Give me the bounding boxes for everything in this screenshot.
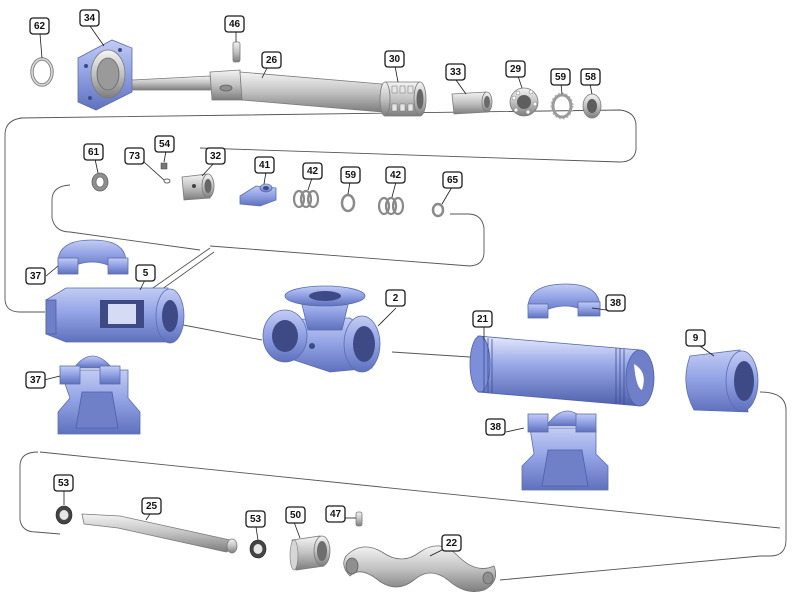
callout-58: 58 <box>580 68 601 86</box>
part-65-ring <box>431 202 445 218</box>
part-41-flange <box>239 183 277 207</box>
svg-text:54: 54 <box>159 139 171 150</box>
callout-9: 9 <box>685 329 706 347</box>
callout-29: 29 <box>505 60 526 78</box>
part-32-collar <box>181 173 215 201</box>
callout-38-bottom: 38 <box>485 418 506 436</box>
callout-59-mid: 59 <box>340 166 361 184</box>
part-53-seal-b <box>249 539 267 559</box>
svg-text:41: 41 <box>259 160 271 171</box>
part-73-small-ring <box>163 178 171 184</box>
svg-text:2: 2 <box>393 293 399 304</box>
svg-text:47: 47 <box>330 509 342 520</box>
part-53-seal-a <box>55 505 73 525</box>
part-59-tab-washer <box>550 92 574 120</box>
callout-34: 34 <box>79 9 100 27</box>
part-58-lock-nut <box>582 93 602 119</box>
part-21-stator-pipe <box>469 335 655 407</box>
svg-text:53: 53 <box>58 478 70 489</box>
callout-41: 41 <box>254 156 275 174</box>
callout-5: 5 <box>135 264 156 282</box>
svg-text:73: 73 <box>129 151 141 162</box>
callout-38-top: 38 <box>605 294 626 312</box>
callout-26: 26 <box>261 51 282 69</box>
callout-32: 32 <box>205 147 226 165</box>
svg-text:59: 59 <box>555 72 567 83</box>
part-22-rotor <box>343 545 497 593</box>
part-54-set-screw <box>160 162 168 170</box>
part-5-bearing-bracket <box>45 287 185 344</box>
svg-text:59: 59 <box>345 170 357 181</box>
part-25-coupling-rod <box>81 513 238 554</box>
callout-2: 2 <box>385 289 406 307</box>
callout-25: 25 <box>141 497 162 515</box>
svg-text:50: 50 <box>290 510 302 521</box>
part-59-washer-b <box>340 193 356 213</box>
svg-text:33: 33 <box>450 67 462 78</box>
part-61-seal <box>91 172 109 192</box>
callout-46: 46 <box>224 15 245 33</box>
part-37-pedestal-left <box>57 355 141 435</box>
callout-54: 54 <box>154 135 175 153</box>
callout-65: 65 <box>442 171 463 189</box>
callout-73: 73 <box>124 147 145 165</box>
callout-61: 61 <box>83 143 104 161</box>
svg-text:21: 21 <box>477 314 489 325</box>
part-26-drive-shaft <box>131 69 383 113</box>
svg-text:26: 26 <box>266 55 278 66</box>
part-9-end-cone <box>685 349 759 413</box>
part-38-bearing-cap-top <box>527 283 601 319</box>
callout-22: 22 <box>441 534 462 552</box>
callout-33: 33 <box>445 63 466 81</box>
svg-text:65: 65 <box>447 175 459 186</box>
svg-text:37: 37 <box>30 375 42 386</box>
part-38-pedestal-right <box>521 410 609 491</box>
part-2-pump-housing <box>262 285 381 373</box>
part-37-bearing-cap-top <box>57 239 129 275</box>
svg-text:61: 61 <box>88 147 100 158</box>
svg-text:5: 5 <box>143 268 149 279</box>
part-33-sleeve <box>451 91 493 115</box>
part-62-ring <box>30 57 54 87</box>
callout-47: 47 <box>325 505 346 523</box>
callout-42-a: 42 <box>302 162 323 180</box>
callout-30: 30 <box>384 50 405 68</box>
callout-53-b: 53 <box>245 510 266 528</box>
svg-text:38: 38 <box>490 422 502 433</box>
svg-text:29: 29 <box>510 64 522 75</box>
part-30-bearing <box>379 81 427 117</box>
group-outlines <box>4 109 787 581</box>
part-47-pin <box>355 511 363 527</box>
part-46-pin <box>232 41 241 63</box>
part-29-bearing <box>509 87 539 117</box>
svg-text:22: 22 <box>446 538 458 549</box>
callout-50: 50 <box>285 506 306 524</box>
callout-62: 62 <box>29 17 50 35</box>
callout-37-bottom: 37 <box>25 371 46 389</box>
svg-text:53: 53 <box>250 514 262 525</box>
svg-text:37: 37 <box>30 271 42 282</box>
part-42-rings-b <box>377 196 405 216</box>
callout-37-top: 37 <box>25 267 46 285</box>
svg-text:34: 34 <box>84 13 96 24</box>
callout-59-top: 59 <box>550 68 571 86</box>
callout-21: 21 <box>472 310 493 328</box>
svg-text:42: 42 <box>307 166 319 177</box>
callout-42-b: 42 <box>385 166 406 184</box>
part-42-rings-a <box>292 189 320 209</box>
svg-text:25: 25 <box>146 501 158 512</box>
svg-text:58: 58 <box>585 72 597 83</box>
part-34-bearing-housing <box>77 39 133 111</box>
svg-text:9: 9 <box>693 333 699 344</box>
svg-text:32: 32 <box>210 151 222 162</box>
svg-text:62: 62 <box>34 21 46 32</box>
svg-text:30: 30 <box>389 54 401 65</box>
callout-53-a: 53 <box>53 474 74 492</box>
part-50-sleeve <box>289 535 331 571</box>
svg-text:38: 38 <box>610 298 622 309</box>
svg-text:42: 42 <box>390 170 402 181</box>
svg-text:46: 46 <box>229 19 241 30</box>
